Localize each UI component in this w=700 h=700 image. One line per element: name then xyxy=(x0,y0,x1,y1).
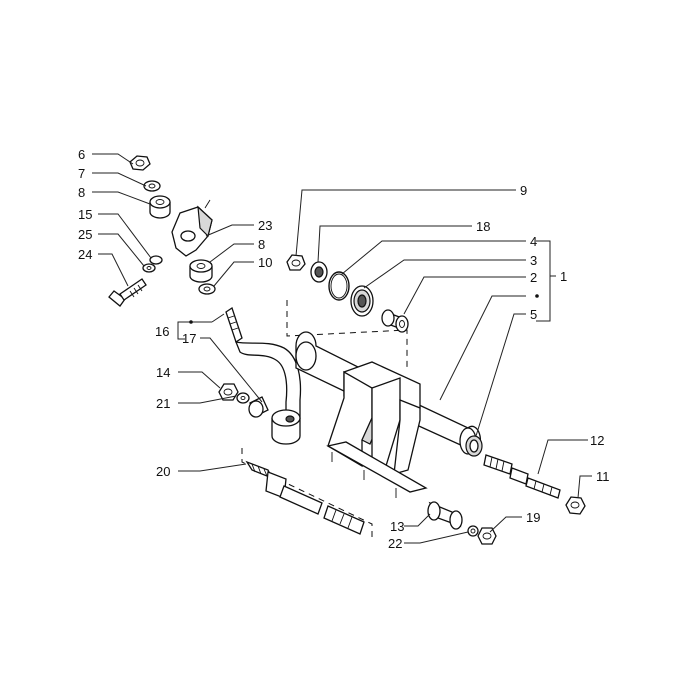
part-25-washer xyxy=(142,263,156,273)
part-19-nut xyxy=(477,527,497,545)
part-2-bushing xyxy=(381,309,409,333)
callout-8-upper: 8 xyxy=(78,185,85,200)
part-6-nut xyxy=(129,155,151,171)
part-15-washer xyxy=(149,255,163,265)
part-7-washer xyxy=(143,180,161,192)
callout-9: 9 xyxy=(520,183,527,198)
leader-lines xyxy=(92,153,592,544)
callout-14: 14 xyxy=(156,365,170,380)
marker-dot-16 xyxy=(189,320,193,324)
part-4-snap-ring xyxy=(328,271,350,301)
callout-5: 5 xyxy=(530,307,537,322)
part-13-bushing xyxy=(427,501,463,530)
part-11-nut xyxy=(565,496,586,515)
callout-21: 21 xyxy=(156,396,170,411)
callout-16: 16 xyxy=(155,324,169,339)
callout-2: 2 xyxy=(530,270,537,285)
callout-17: 17 xyxy=(182,331,196,346)
callout-6: 6 xyxy=(78,147,85,162)
callout-24: 24 xyxy=(78,247,92,262)
callout-11: 11 xyxy=(596,469,610,484)
part-16-hub xyxy=(271,409,301,445)
part-21-washer xyxy=(236,392,250,404)
callout-20: 20 xyxy=(156,464,170,479)
part-3-bearing xyxy=(350,285,374,317)
assembly-dashed-line xyxy=(286,300,408,370)
part-22-washer xyxy=(467,525,479,537)
callout-7: 7 xyxy=(78,166,85,181)
callout-19: 19 xyxy=(526,510,540,525)
callout-3: 3 xyxy=(530,253,537,268)
callout-15: 15 xyxy=(78,207,92,222)
callout-12: 12 xyxy=(590,433,604,448)
callout-25: 25 xyxy=(78,227,92,242)
callout-1: 1 xyxy=(560,269,567,284)
part-5-bushing xyxy=(465,435,483,457)
callout-10: 10 xyxy=(258,255,272,270)
callout-23: 23 xyxy=(258,218,272,233)
marker-dot-2 xyxy=(535,294,539,298)
part-bushing-small xyxy=(248,396,269,418)
callout-4: 4 xyxy=(530,234,537,249)
callout-8-lower: 8 xyxy=(258,237,265,252)
part-20-stud xyxy=(241,448,373,540)
callout-18: 18 xyxy=(476,219,490,234)
part-24-bolt xyxy=(108,278,147,307)
part-12-stud xyxy=(483,454,561,499)
callout-13: 13 xyxy=(390,519,404,534)
part-14-nut xyxy=(218,383,239,401)
part-10-washer xyxy=(198,283,216,295)
part-8-bushing-lower xyxy=(189,259,213,283)
part-18-washer xyxy=(310,261,328,283)
part-8-bushing-upper xyxy=(149,195,171,219)
part-23-bracket xyxy=(171,199,213,257)
central-frame xyxy=(326,361,428,498)
callout-22: 22 xyxy=(388,536,402,551)
part-9-nut xyxy=(286,254,306,271)
